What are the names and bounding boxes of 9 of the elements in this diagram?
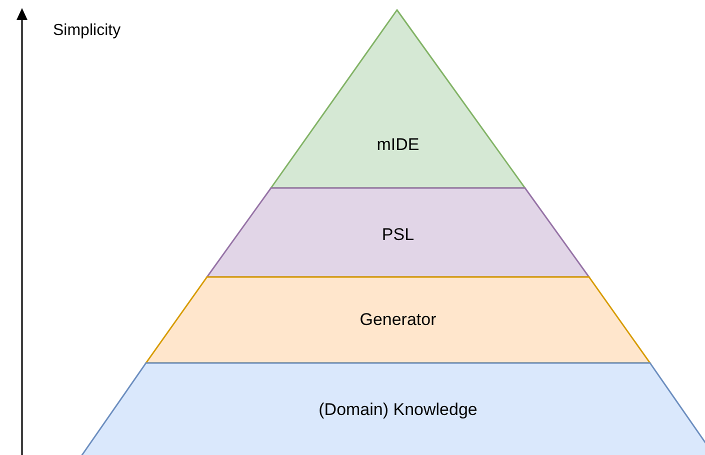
tier-label: PSL: [380, 225, 416, 245]
pyramid-tier: [207, 188, 589, 277]
tier-label: (Domain) Knowledge: [318, 400, 478, 420]
pyramid-tier: [146, 277, 650, 363]
axis-label: Simplicity: [53, 22, 121, 40]
pyramid-tier: [80, 363, 705, 455]
pyramid-tier: [271, 10, 525, 188]
tier-label: Generator: [358, 310, 438, 330]
tier-label: mIDE: [376, 135, 420, 155]
